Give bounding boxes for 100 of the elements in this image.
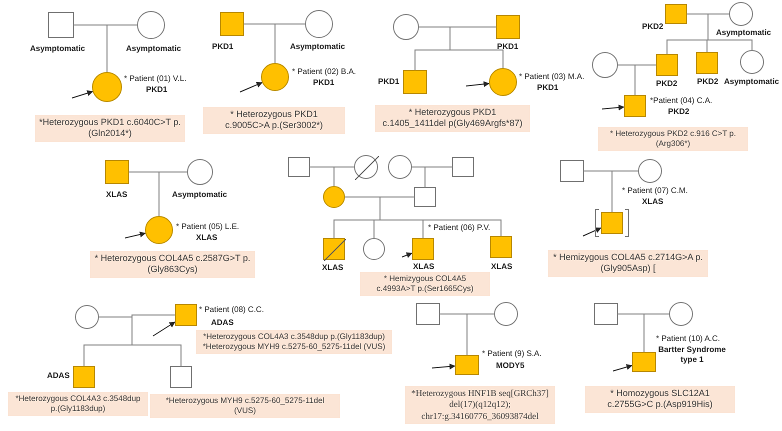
phenotype-label: PKD1 [537, 83, 558, 93]
proband-arrow [582, 227, 602, 236]
variant-text: *Heterozygous COL4A3 c.3548dup p.(Gly1183dup) [14, 394, 142, 414]
pedigree-square [594, 303, 618, 325]
pedigree-square [696, 52, 718, 74]
variant-text: * Homozygous SLC12A1 c.2755G>C p.(Asp919His) [606, 388, 714, 410]
pedigree-line [424, 166, 452, 188]
pedigree-line [274, 24, 306, 64]
pedigree-line [158, 172, 188, 216]
patient-label: * Patient (01) V.L. [124, 74, 186, 84]
pedigree-square [175, 304, 197, 326]
variant-text: * Heterozygous PKD2 c.916 C>T p.(Arg306*) [609, 129, 737, 149]
patient-label: * Patient (05) L.E. [176, 222, 240, 232]
phenotype-label: PKD2 [697, 77, 718, 87]
variant-note-box [8, 392, 148, 416]
phenotype-label: PKD2 [656, 79, 678, 89]
pedigree-line [612, 170, 638, 212]
pedigree-circle [354, 155, 378, 179]
phenotype-label: XLAS [413, 262, 434, 272]
proband-arrow [152, 322, 176, 336]
patient-label: * Patient (9) S.A. [482, 349, 542, 359]
variant-text: * Heterozygous COL4A5 c.2587G>T p.(Gly863Cys) [94, 253, 251, 276]
phenotype-label: PKD2 [642, 22, 664, 32]
patient-label: * Patient (06) P.V. [428, 223, 490, 233]
variant-note-box [35, 115, 185, 142]
proband-arrow [240, 82, 263, 92]
proband-arrow [432, 364, 456, 370]
phenotype-label: XLAS [642, 197, 664, 207]
phenotype-label: PKD1 [497, 42, 518, 52]
pedigree-line [380, 196, 502, 236]
pedigree-square [632, 352, 656, 372]
variant-note-box [375, 105, 530, 132]
pedigree-line [708, 14, 752, 50]
variant-text: * Heterozygous PKD1 c.1405_1411del p(Gly469Argfs*87) [382, 107, 524, 130]
variant-text: *Heterozygous MYH9 c.5275-60_5275-11del (VUS) [164, 396, 326, 416]
pedigree-line [634, 64, 656, 96]
pedigree-square [490, 236, 512, 258]
variant-text: *Heterozygous PKD1 c.6040C>T p.(Gln2014*) [39, 117, 181, 140]
pedigree-square [560, 160, 584, 182]
pedigree-line [466, 314, 494, 356]
variant-note-box [548, 250, 708, 276]
variant-note-box [90, 251, 255, 278]
variant-text: *Heterozygous HNF1B seq[GRCh37] del(17)(q12q12); chr17:g.34160776_36093874del [410, 388, 550, 422]
phenotype-label: XLAS [322, 263, 344, 273]
variant-text: *Heterozygous MYH9 c.5275-60_5275-11del (VUS) [202, 342, 386, 352]
phenotype-label: PKD1 [313, 78, 334, 88]
pedigree-square [455, 355, 479, 375]
pedigree-square [105, 160, 129, 184]
pedigree-line [132, 314, 182, 366]
pedigree-square [73, 366, 95, 388]
pedigree-line [450, 26, 504, 68]
pedigree-square [416, 303, 440, 325]
pedigree-square [665, 4, 687, 24]
variant-text: *Heterozygous COL4A3 c.3548dup p.(Gly1183dup) [202, 332, 386, 342]
pedigree-square [414, 187, 436, 207]
phenotype-label: Asymptomatic [172, 190, 228, 200]
patient-label: *Patient (04) C.A. [650, 96, 712, 106]
patient-label: * Patient (08) C.C. [199, 305, 264, 315]
pedigree-square [220, 12, 244, 36]
pedigree-square [496, 15, 520, 39]
phenotype-label: Bartter Syndrome type 1 [657, 345, 727, 365]
phenotype-label: ADAS [211, 318, 234, 328]
phenotype-label: PKD1 [378, 77, 400, 87]
phenotype-label: ADAS [47, 371, 70, 381]
pedigree-square [288, 157, 310, 177]
pedigree-line [644, 314, 670, 352]
phenotype-label: PKD2 [668, 107, 690, 117]
proband-arrow [466, 81, 490, 88]
pedigree-line [106, 24, 138, 72]
variant-text: * Heterozygous PKD1 c.9005C>A p.(Ser3002*) [224, 109, 324, 132]
pedigree-square [624, 95, 646, 117]
phenotype-label: XLAS [491, 262, 512, 272]
variant-note-box [203, 107, 345, 134]
variant-note-box [585, 386, 735, 412]
phenotype-label: PKD1 [146, 85, 168, 95]
proband-arrow [402, 252, 412, 258]
pedigree-square [48, 12, 74, 38]
pedigree-square [403, 70, 427, 94]
variant-note-box [196, 330, 392, 354]
phenotype-label: Asymptomatic [716, 28, 772, 38]
variant-note-box [598, 127, 748, 151]
patient-label: * Patient (03) M.A. [519, 72, 584, 82]
pedigree-square [323, 238, 345, 260]
variant-note-box [405, 386, 555, 424]
variant-note-box [150, 394, 340, 418]
variant-note-box [360, 272, 490, 296]
proband-arrow [612, 364, 632, 372]
phenotype-label: Asymptomatic [126, 44, 182, 54]
pedigree-square [452, 157, 474, 177]
proband-arrow [72, 90, 94, 98]
patient-label: * Patient (07) C.M. [622, 186, 688, 196]
phenotype-label: Asymptomatic [724, 77, 780, 87]
variant-text: * Hemizygous COL4A5 c.2714G>A p.(Gly905Asp) [ [552, 252, 704, 274]
phenotype-label: PKD1 [212, 42, 234, 52]
phenotype-label: XLAS [106, 190, 128, 200]
phenotype-label: Asymptomatic [30, 44, 86, 54]
proband-arrow [124, 232, 146, 238]
pedigree-square [170, 366, 192, 388]
pedigree-square [601, 212, 623, 234]
phenotype-label: MODY5 [496, 361, 524, 371]
